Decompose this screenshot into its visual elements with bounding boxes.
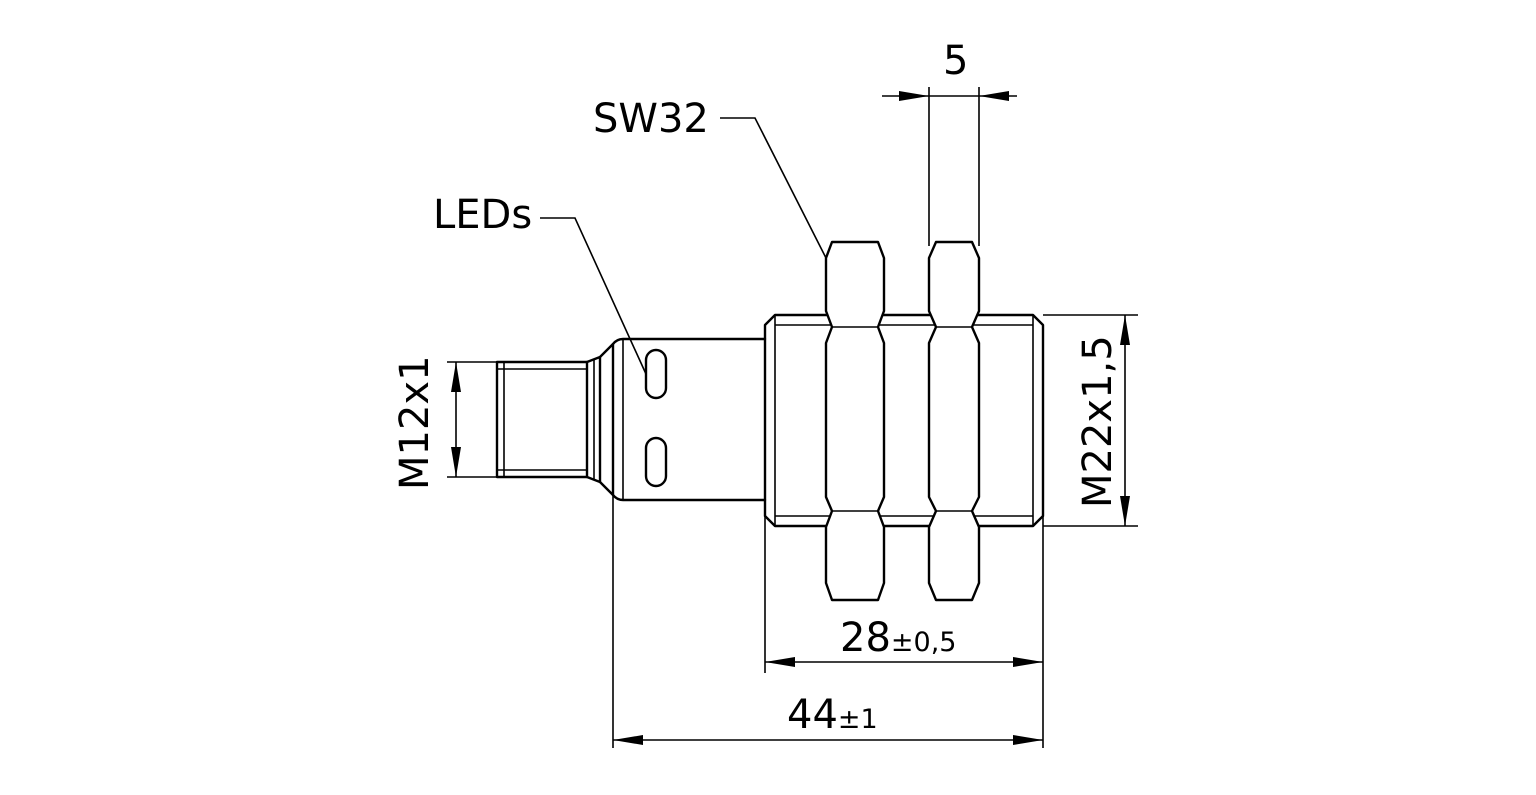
connector-plug xyxy=(495,342,615,497)
led-window-1 xyxy=(644,348,668,400)
body-thread-dimension: M22x1,5 xyxy=(1043,314,1138,527)
connector-thread-label: M12x1 xyxy=(392,355,438,490)
total-length-label: 44±1 xyxy=(787,692,878,738)
sw32-label: SW32 xyxy=(593,96,709,142)
led-window-2 xyxy=(644,436,668,488)
body-thread-label: M22x1,5 xyxy=(1075,335,1121,508)
thread-length-label: 28±0,5 xyxy=(840,615,956,661)
hex-nut-left xyxy=(824,240,886,602)
connector-thread-dimension: M12x1 xyxy=(392,355,497,490)
hex-nut-right xyxy=(927,240,981,602)
total-length-dimension: 44±1 xyxy=(612,495,1043,748)
threaded-body xyxy=(763,313,1045,528)
nut-thickness-dimension: 5 xyxy=(882,38,1017,246)
nut-thickness-label: 5 xyxy=(943,38,968,84)
led-housing xyxy=(611,337,767,502)
leds-callout: LEDs xyxy=(433,192,647,375)
thread-length-dimension: 28±0,5 xyxy=(764,516,1044,748)
sw32-callout: SW32 xyxy=(593,96,827,259)
leds-label: LEDs xyxy=(433,192,532,238)
